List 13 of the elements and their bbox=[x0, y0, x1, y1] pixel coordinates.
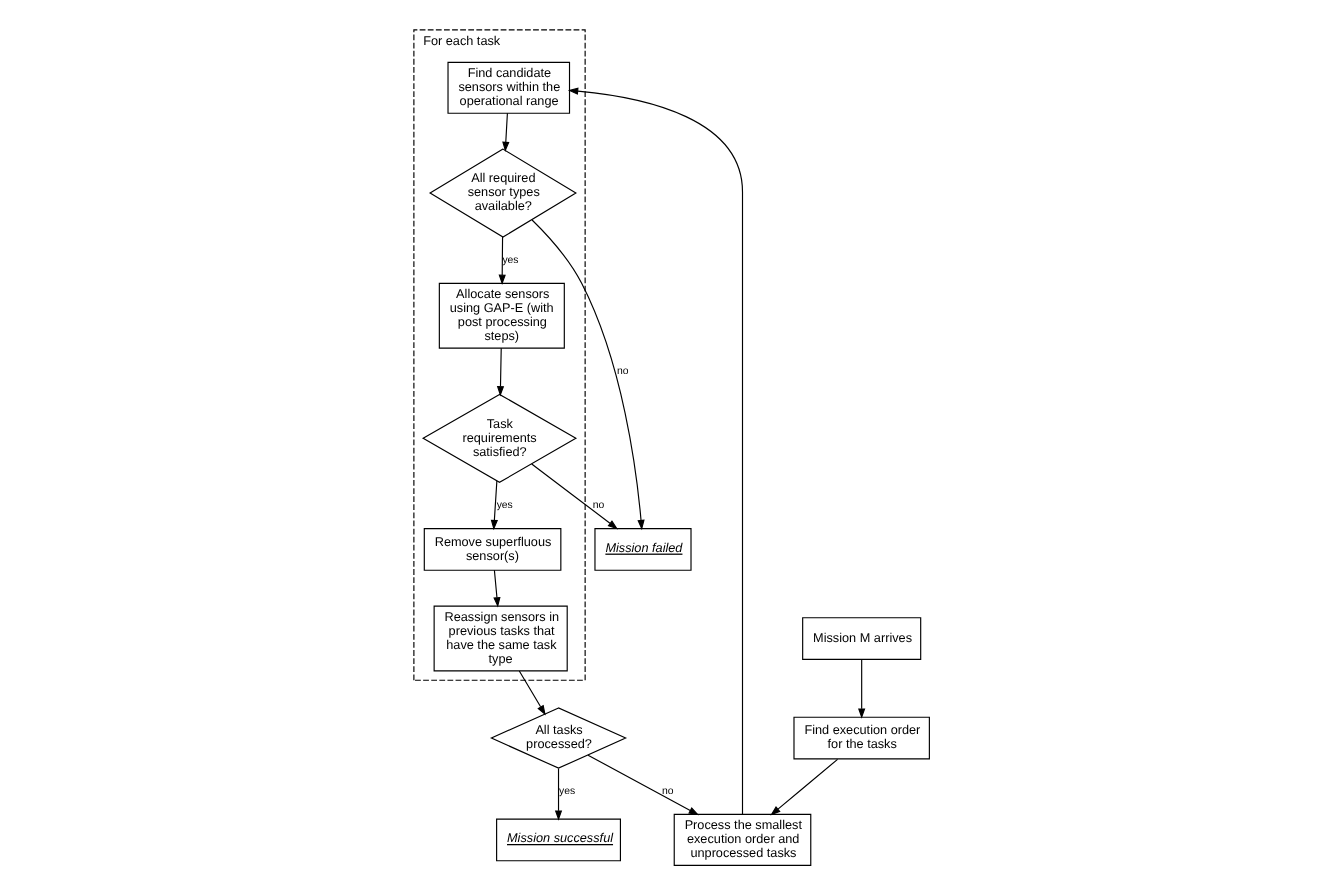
arrow bbox=[490, 480, 499, 531]
arrow bbox=[567, 87, 744, 815]
arrow bbox=[587, 754, 700, 816]
arrow bbox=[770, 758, 839, 816]
arrow bbox=[858, 659, 866, 719]
arrow bbox=[496, 347, 505, 397]
arrow bbox=[518, 670, 546, 716]
arrow bbox=[531, 219, 645, 531]
arrow bbox=[502, 112, 510, 153]
arrow bbox=[493, 569, 501, 608]
arrow bbox=[498, 236, 506, 286]
arrow bbox=[554, 767, 563, 821]
arrow bbox=[531, 463, 619, 530]
